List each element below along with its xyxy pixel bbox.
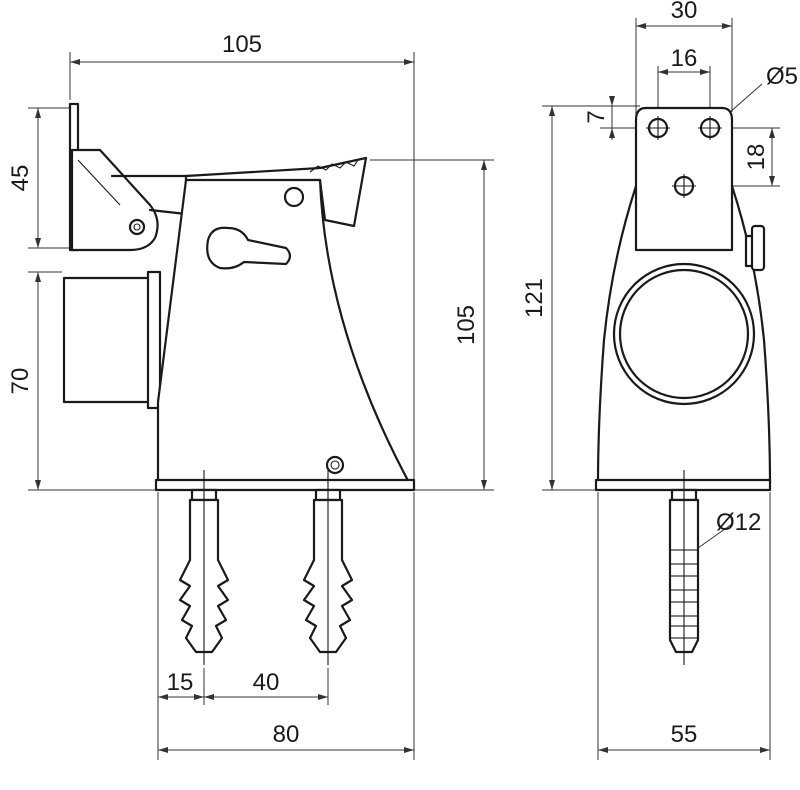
dim-front-top-width: 105 [69, 31, 415, 490]
dim-front-left-upper-label: 45 [7, 165, 34, 192]
dim-front-dowel-offset-label: 15 [167, 669, 194, 696]
side-view: 30 16 Ø5 7 [521, 0, 798, 760]
side-box [62, 270, 162, 410]
dowel-front-2 [302, 470, 354, 665]
side-body [594, 106, 772, 492]
dim-front-dowel-spacing-label: 40 [253, 669, 280, 696]
dim-front-left-lower-label: 70 [7, 368, 34, 395]
dim-front-dowel-offset: 15 [157, 492, 205, 760]
dim-front-base-width-label: 80 [273, 721, 300, 748]
dowel-side [668, 470, 700, 665]
dowel-front-1 [178, 470, 230, 665]
dim-side-top-width-label: 30 [671, 0, 698, 24]
dim-side-base-width-label: 55 [671, 721, 698, 748]
dim-front-dowel-spacing: 40 [204, 668, 329, 705]
dim-side-hole-offset-top-label: 7 [583, 110, 610, 123]
front-view: 105 45 70 105 [7, 31, 494, 760]
dim-side-hole-spacing: 16 [657, 45, 711, 120]
dim-front-right-height-label: 105 [453, 305, 480, 345]
dim-front-top-width-label: 105 [222, 31, 262, 58]
dim-front-base-width: 80 [158, 492, 415, 760]
dim-side-dowel-diameter: Ø12 [697, 509, 761, 549]
dim-side-top-width: 30 [635, 0, 733, 128]
clamp-lever [68, 102, 192, 252]
front-body [154, 178, 416, 492]
dim-side-base-width: 55 [597, 492, 771, 760]
dim-front-right-height: 105 [370, 159, 494, 491]
dim-side-hole-spacing-label: 16 [671, 45, 698, 72]
dim-side-dowel-diameter-label: Ø12 [716, 509, 761, 536]
dim-side-hole-diameter: Ø5 [711, 63, 798, 129]
dim-side-hole-vertical-spacing-label: 18 [743, 144, 770, 171]
dim-side-total-height-label: 121 [521, 278, 548, 318]
dim-side-total-height: 121 [521, 105, 640, 491]
dim-front-left-lower: 70 [7, 271, 155, 491]
dim-front-left-upper: 45 [7, 107, 70, 249]
dim-side-hole-diameter-label: Ø5 [766, 63, 798, 90]
